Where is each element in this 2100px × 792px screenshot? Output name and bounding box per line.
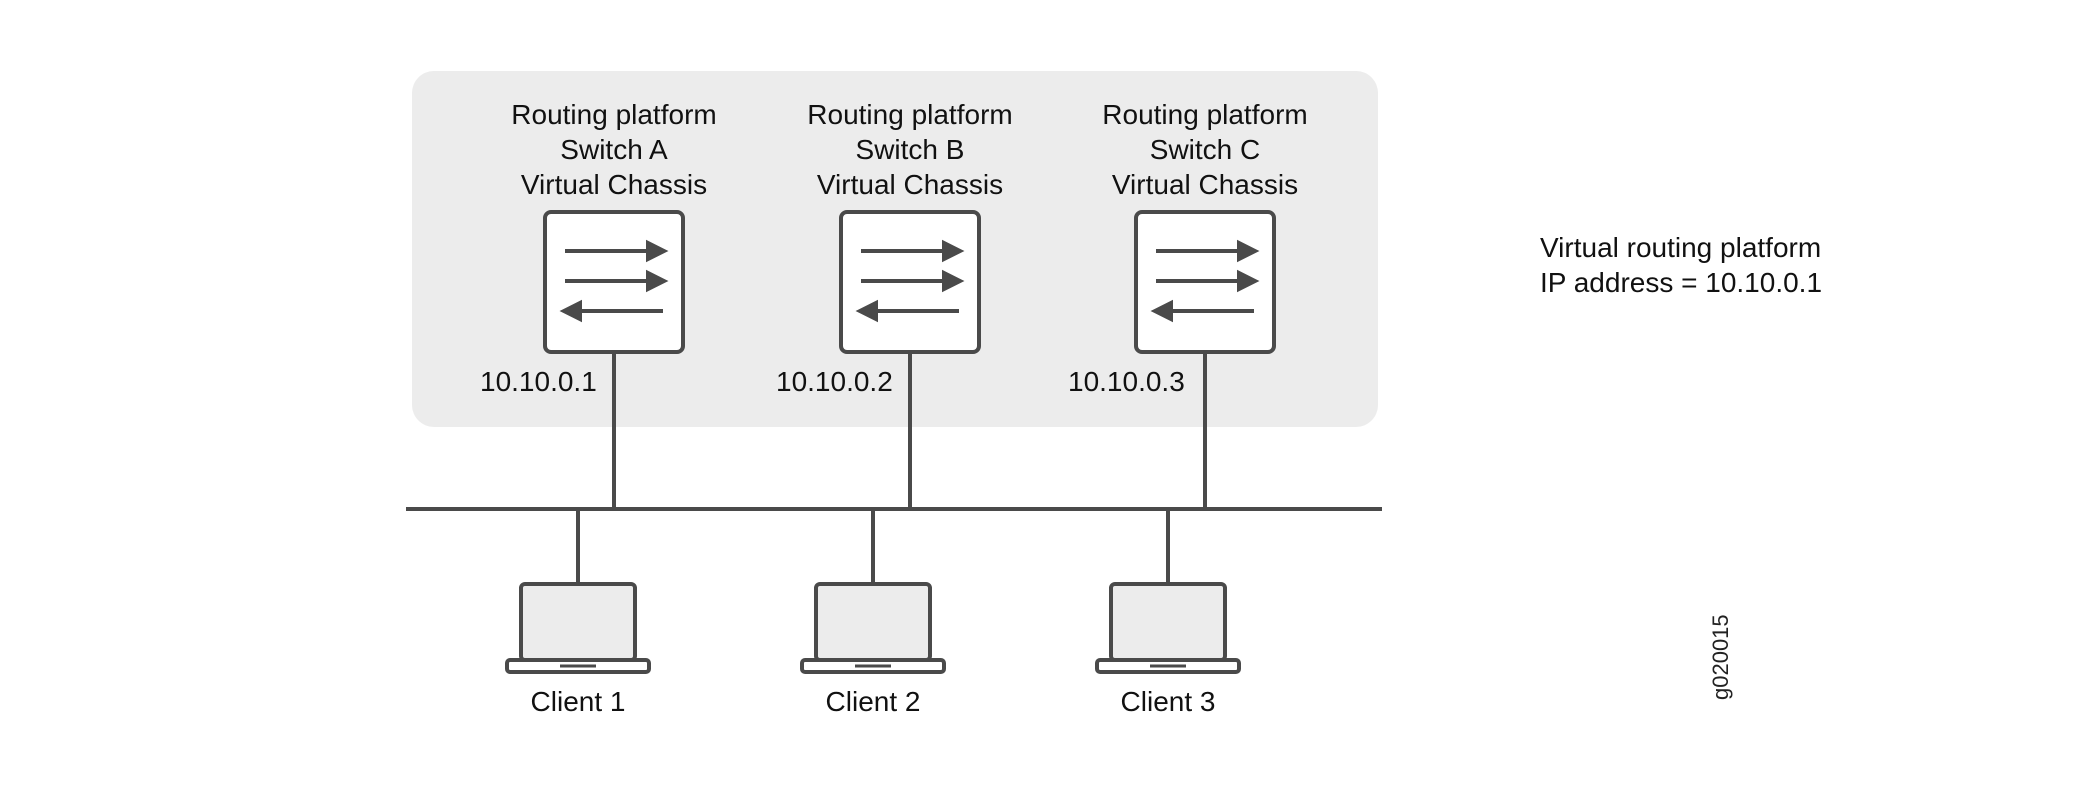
switch-b-label: Routing platform Switch B Virtual Chassi… [780,97,1040,202]
switch-c-arrows-icon [1150,239,1260,323]
switch-a [543,210,685,509]
switch-a-ip: 10.10.0.1 [480,366,597,397]
virtual-platform-label: Virtual routing platform IP address = 10… [1540,230,1822,300]
switch-a-label: Routing platform Switch A Virtual Chassi… [484,97,744,202]
client-3-laptop-icon [1095,509,1241,674]
switch-b-label-line2: Switch B [855,134,965,165]
switch-a-label-line2: Switch A [560,134,668,165]
switch-b-arrows-icon [855,239,965,323]
switch-b [839,210,981,509]
switch-c-label-line3: Virtual Chassis [1111,169,1299,200]
switch-a-label-line3: Virtual Chassis [520,169,708,200]
switch-b-label-line3: Virtual Chassis [816,169,1004,200]
switch-b-ip: 10.10.0.2 [776,366,893,397]
switch-b-label-line1: Routing platform [807,99,1013,130]
client-1-laptop-icon [505,509,651,674]
switch-a-arrows-icon [559,239,669,323]
virtual-platform-line2: IP address = 10.10.0.1 [1540,267,1823,298]
switch-c-label-line2: Switch C [1149,134,1261,165]
client-1-label: Client 1 [530,686,626,717]
virtual-platform-line1: Virtual routing platform [1540,232,1822,263]
client-2-label: Client 2 [825,686,921,717]
client-3-label: Client 3 [1120,686,1216,717]
switch-c-label-line1: Routing platform [1102,99,1308,130]
switch-c-ip: 10.10.0.3 [1068,366,1185,397]
figure-id: g020015 [1708,614,1733,700]
switch-c-label: Routing platform Switch C Virtual Chassi… [1075,97,1335,202]
switch-c [1134,210,1276,509]
client-2-laptop-icon [800,509,946,674]
switch-a-label-line1: Routing platform [511,99,717,130]
